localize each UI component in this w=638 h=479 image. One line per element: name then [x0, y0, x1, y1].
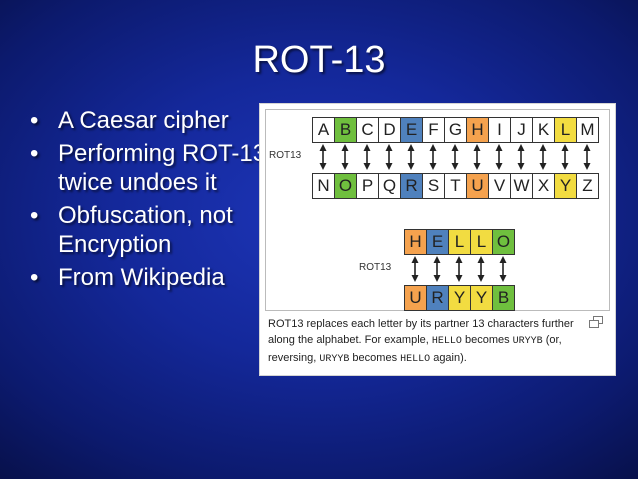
- letter-cell: L: [449, 229, 471, 255]
- double-arrow-icon: [356, 143, 378, 171]
- bullet-list: • A Caesar cipher • Performing ROT-13 twic…: [30, 106, 270, 296]
- bullet-item: • A Caesar cipher: [30, 106, 270, 135]
- letter-cell: K: [533, 117, 555, 143]
- double-arrow-icon: [404, 255, 426, 283]
- letter-cell: L: [471, 229, 493, 255]
- letter-cell: S: [423, 173, 445, 199]
- figure-caption: ROT13 replaces each letter by its partne…: [268, 316, 598, 368]
- double-arrow-icon: [422, 143, 444, 171]
- letter-cell: P: [357, 173, 379, 199]
- double-arrow-icon: [554, 143, 576, 171]
- double-arrow-icon: [576, 143, 598, 171]
- letter-cell: D: [379, 117, 401, 143]
- letter-cell: C: [357, 117, 379, 143]
- caption-text: (or, reversing,: [268, 334, 562, 364]
- double-arrow-icon: [448, 255, 470, 283]
- caption-code: URYYB: [319, 354, 350, 365]
- double-arrow-icon: [532, 143, 554, 171]
- bullet-item: • Performing ROT-13 twice undoes it: [30, 139, 270, 197]
- bullet-text: Performing ROT-13 twice undoes it: [58, 140, 267, 196]
- double-arrow-icon: [334, 143, 356, 171]
- double-arrow-icon: [510, 143, 532, 171]
- letter-cell: E: [401, 117, 423, 143]
- bullet-item: • Obfuscation, not Encryption: [30, 201, 270, 259]
- double-arrow-icon: [426, 255, 448, 283]
- bullet-item: • From Wikipedia: [30, 263, 270, 292]
- double-arrow-icon: [466, 143, 488, 171]
- double-arrow-icon: [378, 143, 400, 171]
- caption-text: becomes: [461, 334, 513, 346]
- caption-code: HELLO: [431, 336, 462, 347]
- letter-cell: B: [493, 285, 515, 311]
- letter-cell: E: [427, 229, 449, 255]
- letter-cell: V: [489, 173, 511, 199]
- letter-cell: M: [577, 117, 599, 143]
- caption-text: becomes: [349, 352, 401, 364]
- letter-cell: O: [335, 173, 357, 199]
- arrow-row-word: [404, 255, 514, 283]
- double-arrow-icon: [492, 255, 514, 283]
- letter-cell: F: [423, 117, 445, 143]
- letter-cell: Y: [471, 285, 493, 311]
- bullet-dot: •: [30, 107, 39, 134]
- rot13-word-label: ROT13: [359, 262, 392, 273]
- letter-cell: R: [427, 285, 449, 311]
- letter-cell: N: [313, 173, 335, 199]
- letter-cell: Q: [379, 173, 401, 199]
- letter-cell: R: [401, 173, 423, 199]
- letter-cell: H: [405, 229, 427, 255]
- caption-text: again).: [430, 352, 467, 364]
- double-arrow-icon: [444, 143, 466, 171]
- double-arrow-icon: [400, 143, 422, 171]
- letter-cell: J: [511, 117, 533, 143]
- bullet-dot: •: [30, 264, 39, 291]
- letter-cell: X: [533, 173, 555, 199]
- slide-title: ROT-13: [252, 39, 386, 81]
- bullet-text: Obfuscation, not Encryption: [58, 202, 233, 258]
- letter-cell: L: [555, 117, 577, 143]
- caption-text: ROT13 replaces each letter by its partne…: [268, 318, 574, 346]
- arrow-row-top: [312, 143, 598, 171]
- letter-cell: H: [467, 117, 489, 143]
- letter-cell: Y: [555, 173, 577, 199]
- double-arrow-icon: [488, 143, 510, 171]
- bullet-dot: •: [30, 140, 39, 167]
- letter-cell: G: [445, 117, 467, 143]
- letter-cell: Y: [449, 285, 471, 311]
- bullet-text: From Wikipedia: [58, 264, 225, 291]
- letter-cell: O: [493, 229, 515, 255]
- rot13-label: ROT13: [269, 150, 302, 161]
- caption-code: URYYB: [512, 336, 543, 347]
- enlarge-icon[interactable]: [589, 316, 603, 328]
- letter-cell: U: [467, 173, 489, 199]
- bullet-dot: •: [30, 202, 39, 229]
- bullet-text: A Caesar cipher: [58, 107, 229, 134]
- letter-cell: I: [489, 117, 511, 143]
- letter-cell: W: [511, 173, 533, 199]
- letter-cell: T: [445, 173, 467, 199]
- letter-cell: Z: [577, 173, 599, 199]
- double-arrow-icon: [312, 143, 334, 171]
- letter-cell: A: [313, 117, 335, 143]
- letter-cell: U: [405, 285, 427, 311]
- double-arrow-icon: [470, 255, 492, 283]
- letter-cell: B: [335, 117, 357, 143]
- caption-code: HELLO: [400, 354, 431, 365]
